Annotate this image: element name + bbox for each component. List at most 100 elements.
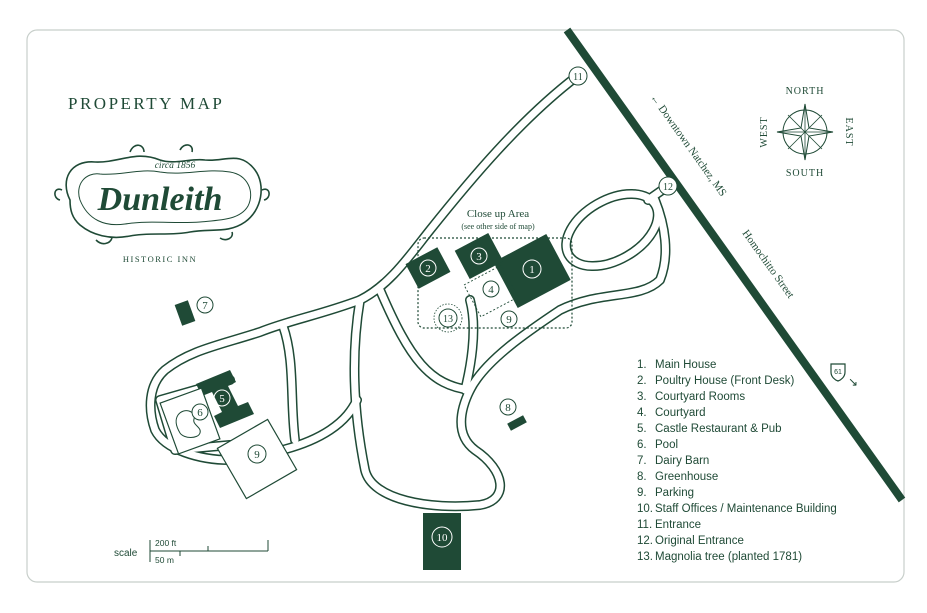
building-courtyard-rooms <box>454 232 504 280</box>
building-poultry-house <box>405 247 451 289</box>
building-main-house <box>493 233 571 309</box>
map-border <box>26 29 905 583</box>
legend-num: 2. <box>637 375 647 387</box>
magnolia-tree-circle <box>433 303 463 333</box>
logo-circa: circa 1856 <box>155 161 196 171</box>
marker-7-label: 7 <box>202 300 208 312</box>
scale-top-label: 200 ft <box>155 538 177 548</box>
legend-item: 9. Parking <box>637 485 837 501</box>
marker-6: 6 <box>191 403 209 421</box>
building-staff-offices <box>423 513 461 570</box>
legend-num: 11. <box>637 519 653 531</box>
marker-4-label: 4 <box>488 284 494 296</box>
legend-item: 4. Courtyard <box>637 405 837 421</box>
scale-label: scale <box>114 548 138 559</box>
legend-item: 7. Dairy Barn <box>637 453 837 469</box>
marker-4: 4 <box>482 280 500 298</box>
legend-num: 1. <box>637 359 647 371</box>
marker-12: 12 <box>658 176 678 196</box>
legend-label: Entrance <box>655 519 702 531</box>
legend-num: 8. <box>637 471 647 483</box>
legend-label: Main House <box>655 359 717 371</box>
route-61-label: 61 <box>834 369 842 376</box>
legend-label: Castle Restaurant & Pub <box>655 423 782 435</box>
marker-8: 8 <box>499 398 517 416</box>
legend-num: 12. <box>637 535 653 547</box>
legend-label: Courtyard <box>655 407 706 419</box>
road-network <box>145 72 673 512</box>
legend-label: Dairy Barn <box>655 455 710 467</box>
marker-1: 1 <box>522 259 542 279</box>
scale-bar <box>149 540 269 562</box>
closeup-title: Close up Area <box>467 208 529 220</box>
legend-item: 8.Greenhouse <box>637 469 837 485</box>
marker-10: 10 <box>431 526 453 548</box>
map-legend: 1. Main House 2. Poultry House (Front Desk… <box>637 357 837 565</box>
marker-3-label: 3 <box>476 251 482 263</box>
legend-label: Magnolia tree (planted 1781) <box>655 551 803 563</box>
marker-13: 13 <box>438 308 458 328</box>
marker-12-label: 12 <box>663 182 673 193</box>
compass-east: EAST <box>843 118 854 147</box>
legend-label: Poultry House (Front Desk) <box>655 375 795 387</box>
route-61-arrow-icon: ↘ <box>848 375 858 389</box>
legend-num: 5. <box>637 423 647 435</box>
marker-8-label: 8 <box>505 402 511 414</box>
marker-9a-label: 9 <box>506 314 512 326</box>
legend-item: 3. Courtyard Rooms <box>637 389 837 405</box>
compass-north: NORTH <box>786 86 825 97</box>
marker-3: 3 <box>470 247 488 265</box>
marker-5-label: 5 <box>219 393 225 405</box>
legend-label: Staff Offices / Maintenance Building <box>655 503 837 515</box>
pool-area <box>159 387 221 455</box>
logo-name: Dunleith <box>97 181 223 218</box>
courtyard-area <box>463 264 519 318</box>
marker-7: 7 <box>196 296 214 314</box>
legend-num: 9. <box>637 487 647 499</box>
marker-11: 11 <box>568 66 588 86</box>
marker-9-courtyard: 9 <box>500 310 518 328</box>
legend-num: 3. <box>637 391 647 403</box>
compass-west: WEST <box>759 116 770 147</box>
logo-subtitle: HISTORIC INN <box>123 254 197 264</box>
marker-11-label: 11 <box>573 72 583 83</box>
legend-item: 6. Pool <box>637 437 837 453</box>
marker-9-west: 9 <box>247 444 267 464</box>
closeup-subtitle: (see other side of map) <box>461 222 535 231</box>
map-title: PROPERTY MAP <box>68 94 224 113</box>
building-castle-restaurant <box>196 370 254 428</box>
legend-item: 10.Staff Offices / Maintenance Building <box>637 501 837 517</box>
legend-num: 10. <box>637 503 653 515</box>
marker-6-label: 6 <box>197 407 203 419</box>
legend-item: 13.Magnolia tree (planted 1781) <box>637 549 837 565</box>
scale-bottom-label: 50 m <box>155 555 174 565</box>
marker-9b-label: 9 <box>254 449 260 461</box>
marker-13-label: 13 <box>443 314 453 325</box>
marker-5: 5 <box>213 389 231 407</box>
legend-num: 6. <box>637 439 647 451</box>
marker-1-label: 1 <box>529 264 535 276</box>
legend-item: 5. Castle Restaurant & Pub <box>637 421 837 437</box>
legend-label: Pool <box>655 439 679 451</box>
compass-south: SOUTH <box>786 168 824 179</box>
legend-num: 13. <box>637 551 653 563</box>
route-61-shield-icon: 61 <box>830 363 846 382</box>
legend-item: 2. Poultry House (Front Desk) <box>637 373 837 389</box>
legend-label: Courtyard Rooms <box>655 391 746 403</box>
dunleith-logo <box>54 144 270 245</box>
marker-2-label: 2 <box>425 263 431 275</box>
building-dairy-barn <box>174 300 196 326</box>
legend-item: 11.Entrance <box>637 517 837 533</box>
legend-num: 4. <box>637 407 647 419</box>
building-greenhouse <box>507 415 527 431</box>
marker-2: 2 <box>419 259 437 277</box>
legend-label: Original Entrance <box>655 535 744 547</box>
legend-num: 7. <box>637 455 647 467</box>
marker-10-label: 10 <box>437 532 449 544</box>
legend-label: Parking <box>655 487 694 499</box>
legend-item: 1. Main House <box>637 357 837 373</box>
compass-rose-icon <box>776 103 834 161</box>
legend-item: 12.Original Entrance <box>637 533 837 549</box>
highway-line <box>563 27 906 503</box>
